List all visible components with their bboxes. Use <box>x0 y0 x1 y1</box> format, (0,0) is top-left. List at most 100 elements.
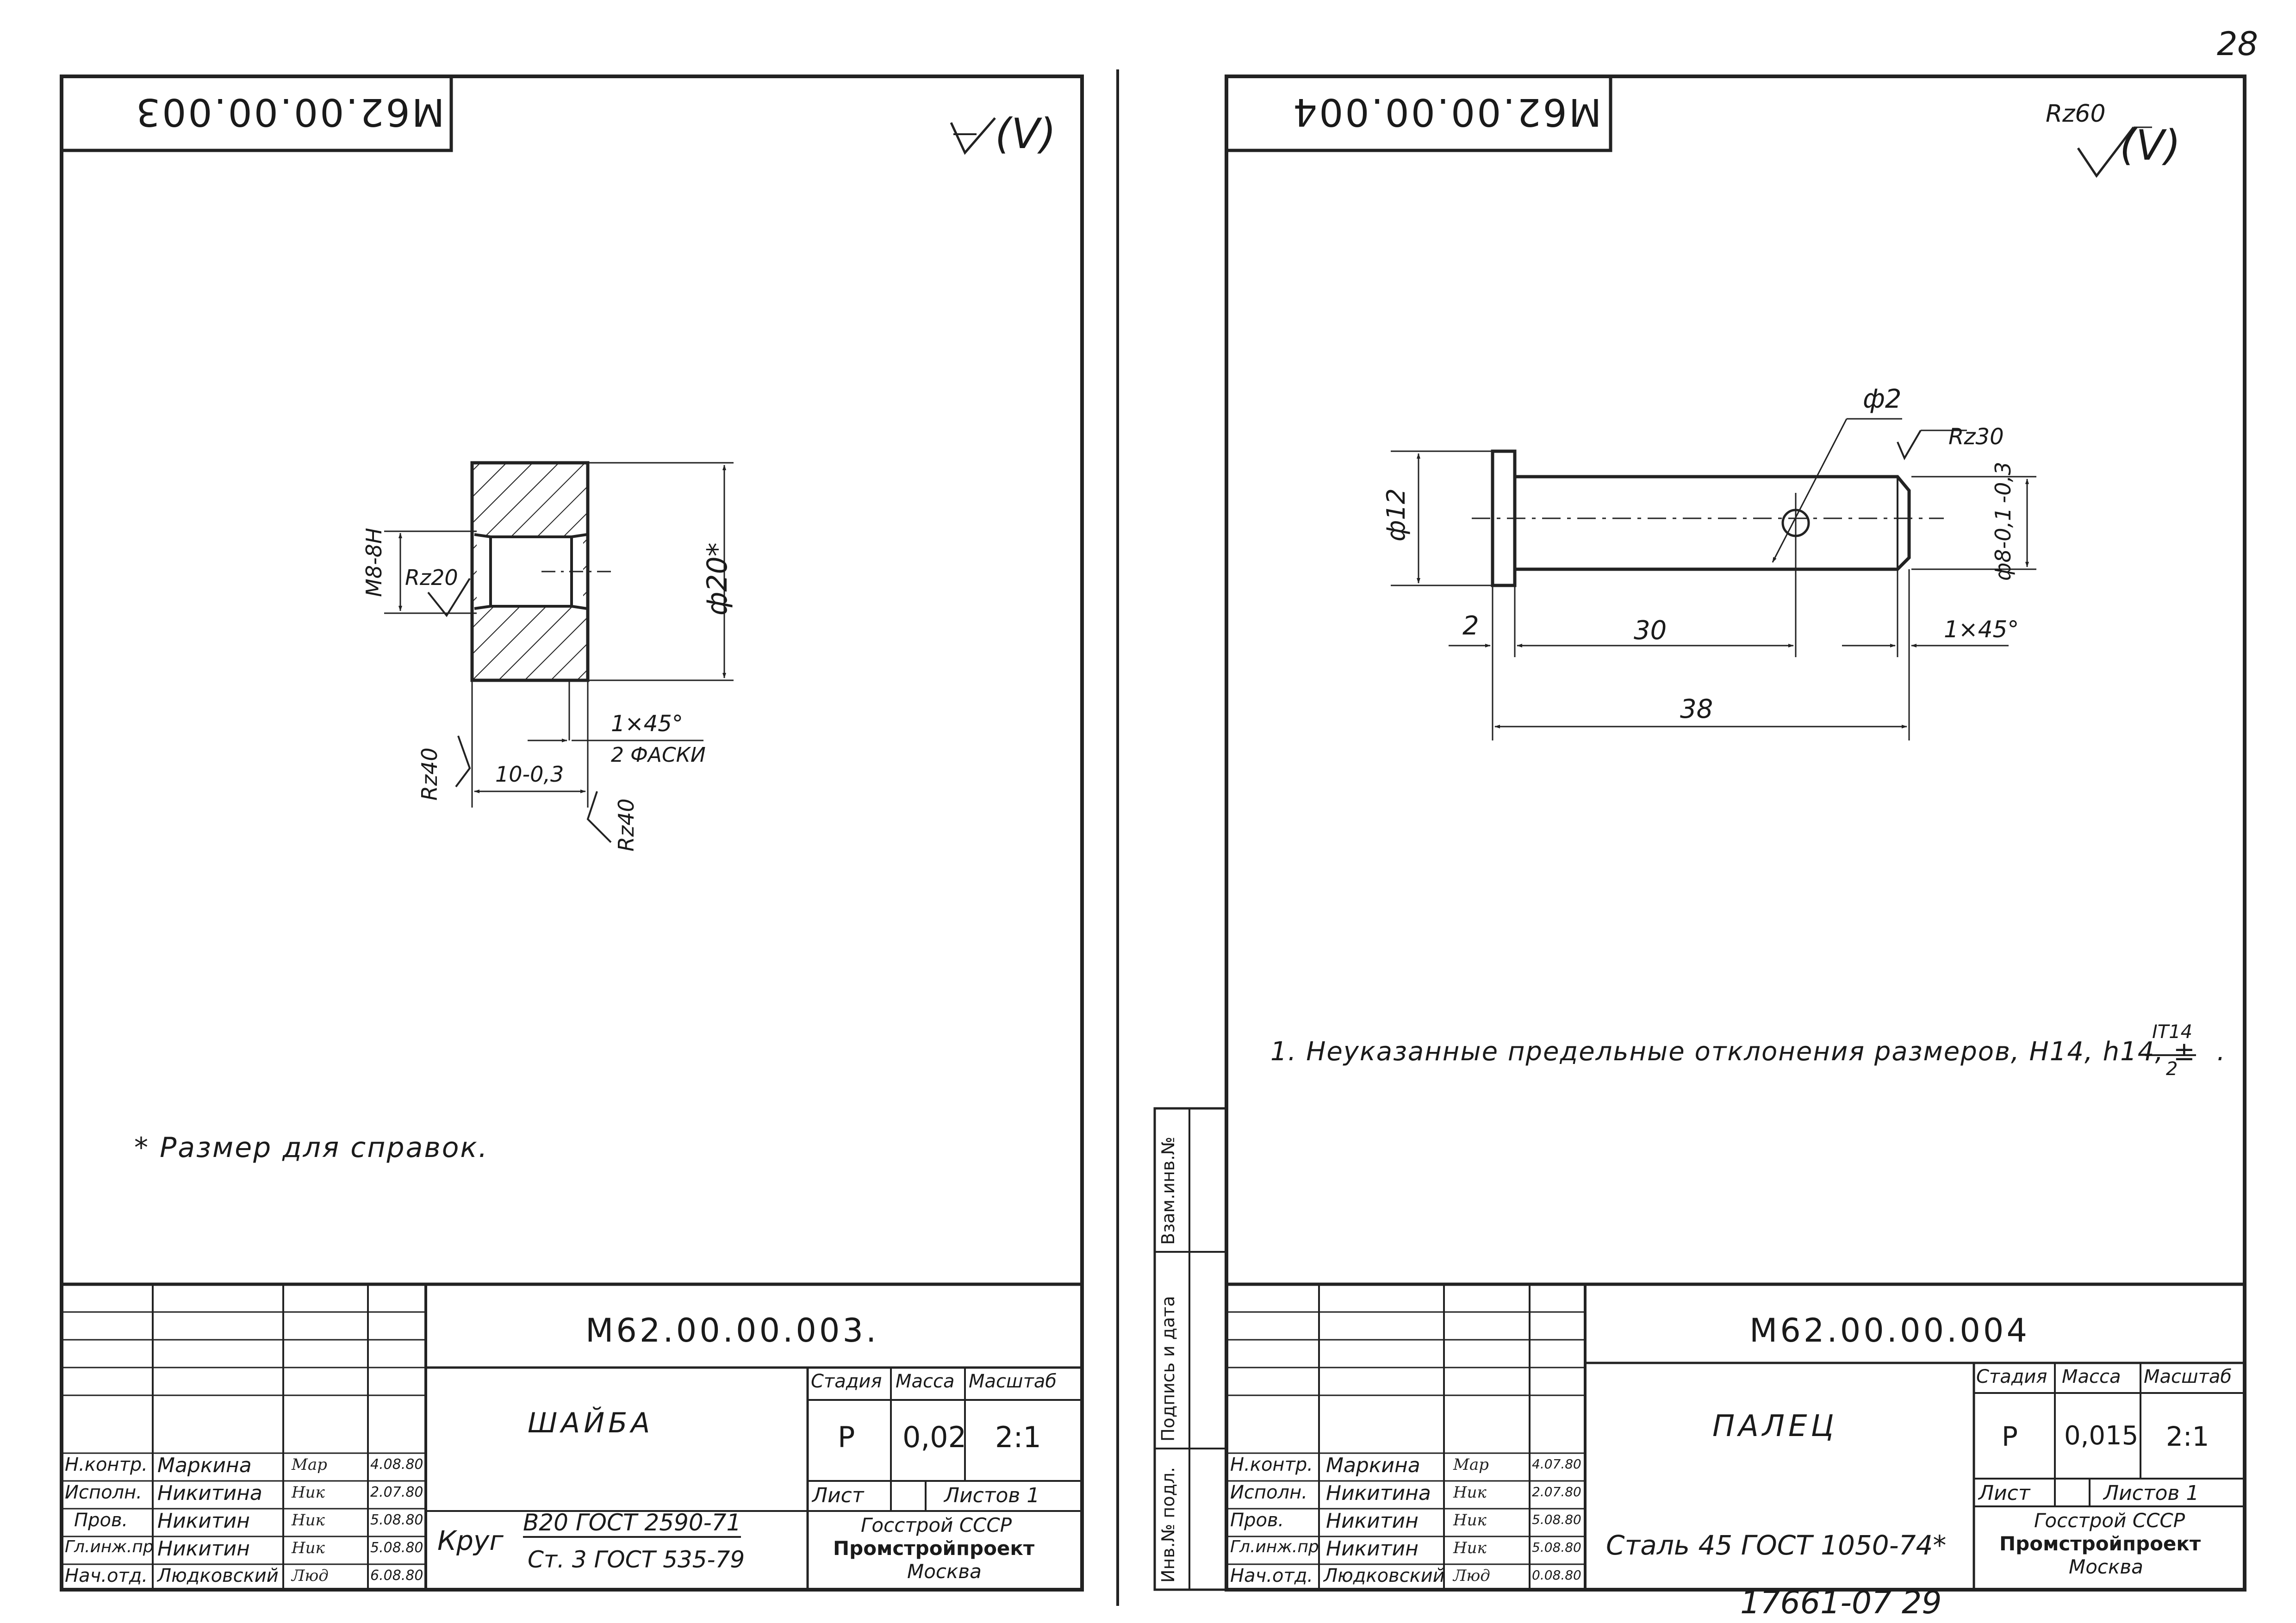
left-person-4: Людковский <box>157 1565 279 1586</box>
left-stage-hdr: Стадия <box>811 1371 882 1392</box>
right-role-0: Н.контр. <box>1230 1454 1313 1475</box>
left-rz40-bottom: Rz40 <box>614 798 639 852</box>
left-part-name: ШАЙБА <box>528 1407 654 1439</box>
left-date-3: 5.08.80 <box>370 1540 423 1556</box>
right-dim-38: 38 <box>1680 694 1713 724</box>
right-stage-hdr: Стадия <box>1976 1366 2047 1387</box>
left-signature-2: Ник <box>292 1511 325 1530</box>
left-mass-hdr: Масса <box>896 1371 955 1392</box>
right-role-1: Исполн. <box>1230 1482 1307 1503</box>
right-hole-dim: ф2 <box>1863 384 1902 414</box>
right-part-name: ПАЛЕЦ <box>1712 1409 1838 1443</box>
right-dia-shaft: ф8-0,1 -0,3 <box>1991 461 2016 581</box>
left-role-3: Гл.инж.пр <box>65 1537 154 1556</box>
left-role-1: Исполн. <box>65 1482 142 1503</box>
left-rz20: Rz20 <box>405 565 458 590</box>
right-person-2: Никитин <box>1326 1509 1419 1533</box>
right-dim-30: 30 <box>1634 616 1667 646</box>
left-sheet-label: Лист <box>812 1484 864 1507</box>
right-code-box: М62.00.00.004 <box>1291 90 1602 134</box>
right-signature-1: Ник <box>1453 1483 1487 1502</box>
left-org-1: Госстрой СССР <box>861 1514 1012 1536</box>
right-role-3: Гл.инж.пр <box>1230 1537 1319 1556</box>
page-number: 28 <box>2217 25 2259 63</box>
left-signature-4: Люд <box>292 1567 329 1585</box>
right-role-4: Нач.отд. <box>1230 1565 1313 1586</box>
right-scale-hdr: Масштаб <box>2144 1366 2232 1387</box>
left-rz40-left: Rz40 <box>417 747 442 801</box>
left-role-2: Пров. <box>74 1510 128 1531</box>
left-doc-code: М62.00.00.003. <box>585 1312 879 1349</box>
right-date-4: 0.08.80 <box>1532 1567 1581 1583</box>
right-signature-4: Люд <box>1453 1567 1490 1585</box>
left-person-0: Маркина <box>157 1454 252 1477</box>
left-org-2: Промстройпроект <box>833 1537 1035 1560</box>
left-material-top: В20 ГОСТ 2590-71 <box>523 1511 741 1538</box>
right-mass-hdr: Масса <box>2062 1366 2121 1387</box>
left-date-0: 4.08.80 <box>370 1456 423 1473</box>
left-date-4: 6.08.80 <box>370 1567 423 1584</box>
left-note: * Размер для справок. <box>134 1132 489 1164</box>
right-org-1: Госстрой СССР <box>2034 1509 2185 1532</box>
side-stamp-inv: Инв.№ подл. <box>1158 1467 1178 1583</box>
left-width-dim: 10-0,3 <box>495 762 564 787</box>
left-role-0: Н.контр. <box>65 1454 148 1475</box>
left-chamfer-bottom: 2 ФАСКИ <box>611 743 706 767</box>
right-rz30: Rz30 <box>1948 424 2004 450</box>
left-person-2: Никитин <box>157 1509 250 1533</box>
right-doc-code: М62.00.00.004 <box>1749 1312 2030 1349</box>
right-material: Сталь 45 ГОСТ 1050-74* <box>1606 1530 1947 1561</box>
right-note-frac-bottom: 2 <box>2166 1058 2178 1080</box>
right-signature-2: Ник <box>1453 1511 1487 1530</box>
right-stage-value: Р <box>2002 1421 2018 1452</box>
side-stamp-replace: Взам.инв.№ <box>1158 1137 1178 1245</box>
right-note-end: . <box>2217 1037 2225 1067</box>
left-scale-hdr: Масштаб <box>969 1371 1057 1392</box>
right-date-1: 2.07.80 <box>1532 1484 1581 1499</box>
right-date-3: 5.08.80 <box>1532 1540 1581 1555</box>
right-note: 1. Неуказанные предельные отклонения раз… <box>1270 1037 2196 1067</box>
right-signature-0: Мар <box>1453 1455 1489 1474</box>
left-signature-0: Мар <box>292 1455 327 1474</box>
left-scale-value: 2:1 <box>995 1420 1041 1454</box>
left-dia-dim: ф20* <box>701 542 734 616</box>
left-person-3: Никитин <box>157 1537 250 1561</box>
right-dia-head: ф12 <box>1381 488 1411 541</box>
right-signature-3: Ник <box>1453 1539 1487 1557</box>
side-stamp-signature: Подпись и дата <box>1158 1296 1178 1442</box>
left-signature-3: Ник <box>292 1539 325 1557</box>
left-org-3: Москва <box>907 1560 982 1583</box>
right-date-0: 4.07.80 <box>1532 1456 1581 1472</box>
right-org-2: Промстройпроект <box>1999 1532 2201 1555</box>
right-person-0: Маркина <box>1326 1454 1420 1477</box>
right-role-2: Пров. <box>1230 1510 1284 1531</box>
footer-number: 17661-07 29 <box>1740 1585 1942 1621</box>
left-sheets-label: Листов 1 <box>944 1484 1040 1507</box>
right-sheet-label: Лист <box>1979 1481 2030 1505</box>
right-mass-value: 0,015 <box>2064 1421 2139 1451</box>
left-signature-1: Ник <box>292 1483 325 1502</box>
left-material-prefix: Круг <box>437 1525 504 1556</box>
right-dim-2: 2 <box>1462 611 1479 641</box>
right-note-frac-top: IT14 <box>2152 1021 2193 1043</box>
left-stage-value: Р <box>838 1420 855 1454</box>
left-chamfer-top: 1×45° <box>611 711 683 737</box>
right-roughness-paren: (V) <box>2120 121 2181 170</box>
left-mass-value: 0,02 <box>902 1420 967 1454</box>
left-date-1: 2.07.80 <box>370 1484 423 1500</box>
left-material-bottom: Ст. 3 ГОСТ 535-79 <box>528 1546 745 1573</box>
right-roughness-mark: Rz60 <box>2046 100 2106 128</box>
left-role-4: Нач.отд. <box>65 1565 148 1586</box>
right-scale-value: 2:1 <box>2166 1421 2209 1452</box>
left-person-1: Никитина <box>157 1481 262 1505</box>
right-date-2: 5.08.80 <box>1532 1512 1581 1527</box>
left-roughness-mark: (V) <box>995 110 1056 158</box>
left-date-2: 5.08.80 <box>370 1512 423 1528</box>
right-person-3: Никитин <box>1326 1537 1419 1561</box>
left-thread-dim: М8-8Н <box>361 528 386 597</box>
right-sheets-label: Листов 1 <box>2103 1481 2199 1505</box>
right-chamfer: 1×45° <box>1944 616 2019 643</box>
right-person-1: Никитина <box>1326 1481 1431 1505</box>
